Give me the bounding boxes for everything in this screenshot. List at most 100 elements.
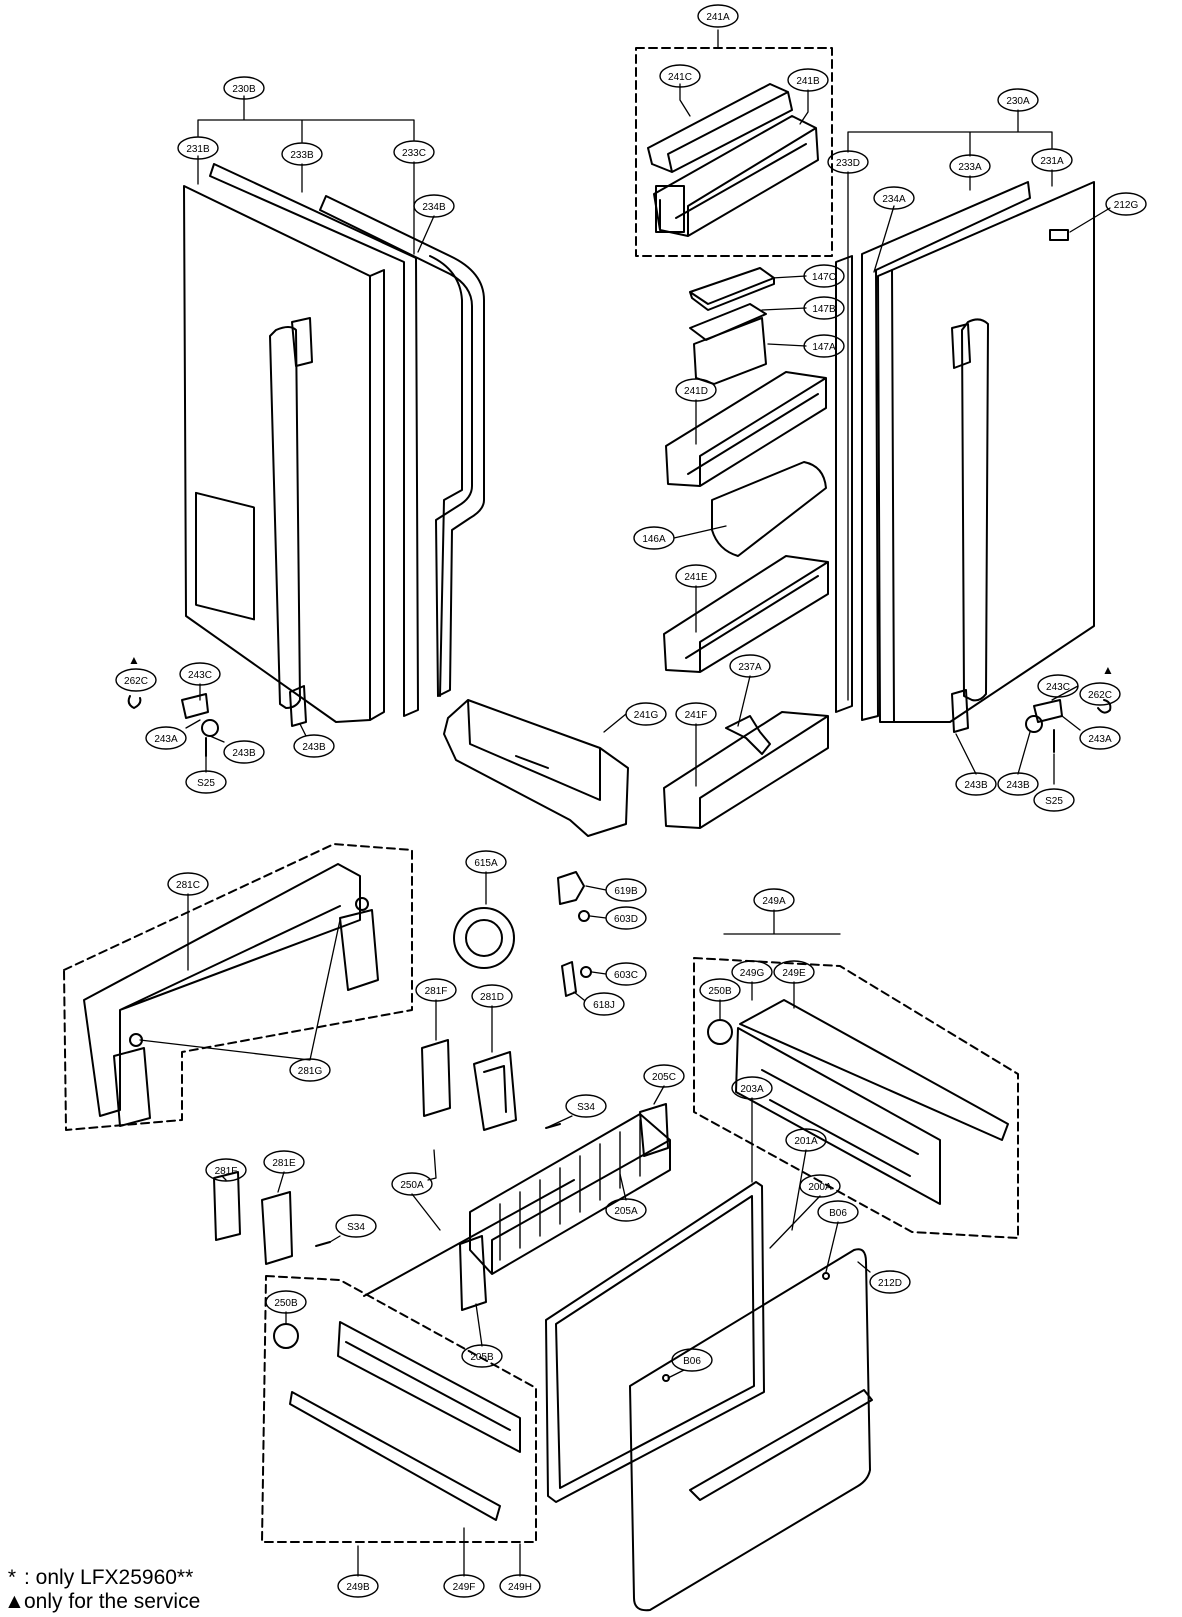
label-241e: 241E (675, 564, 717, 588)
drawer-frame-249a-group (693, 957, 1019, 1239)
label-b06-top: B06 (817, 1200, 859, 1224)
label-b06-top-text: B06 (829, 1208, 847, 1219)
label-243a-left-text: 243A (154, 734, 178, 745)
door-bin-241d (665, 371, 827, 487)
right-door-gasket-strip-233d (835, 255, 853, 713)
drawer-rail-281c-dashed-frame (63, 843, 413, 1131)
label-249a-text: 249A (762, 896, 786, 907)
label-243b-right2: 243B (955, 772, 997, 796)
gear-250b-bottom (273, 1323, 299, 1349)
label-205c-text: 205C (652, 1072, 676, 1083)
label-233c-text: 233C (402, 148, 426, 159)
label-233c: 233C (393, 140, 435, 164)
label-243b-left2: 243B (293, 734, 335, 758)
label-205c: 205C (643, 1064, 685, 1088)
label-281c: 281C (167, 872, 209, 896)
label-241a-text: 241A (706, 12, 730, 23)
label-s34-bottom: S34 (335, 1214, 377, 1238)
egg-lid-147c (689, 267, 775, 311)
label-200a: 200A (799, 1174, 841, 1198)
label-619b-text: 619B (614, 886, 638, 897)
label-s25-left-text: S25 (197, 778, 215, 789)
left-hinge-262c-clip (127, 695, 142, 709)
label-281g-text: 281G (298, 1066, 323, 1077)
left-door-handle (269, 326, 301, 709)
label-241d-text: 241D (684, 386, 708, 397)
label-243c-right-text: 243C (1046, 682, 1070, 693)
label-241b-text: 241B (796, 76, 820, 87)
label-237a: 237A (729, 654, 771, 678)
label-230a: 230A (997, 88, 1039, 112)
basket-241b-tray (653, 115, 819, 237)
label-618j-text: 618J (593, 1000, 615, 1011)
right-door-panel (891, 181, 1095, 723)
label-230a-text: 230A (1006, 96, 1030, 107)
drawer-rail-281c-bracket-right (339, 909, 379, 991)
legend-asterisk-symbol: * (7, 1566, 17, 1589)
label-250a: 250A (391, 1172, 433, 1196)
label-212d-text: 212D (878, 1278, 902, 1289)
service-mark-right: ▲ (1102, 663, 1114, 677)
label-s25-right: S25 (1033, 788, 1075, 812)
label-203a-text: 203A (740, 1084, 764, 1095)
label-s25-right-text: S25 (1045, 796, 1063, 807)
label-603c: 603C (605, 962, 647, 986)
label-s34-top: S34 (565, 1094, 607, 1118)
drawer-frame-249a-dashed-frame (693, 957, 1019, 1239)
egg-tray-147b (689, 303, 767, 341)
label-249e: 249E (773, 960, 815, 984)
label-234b-text: 234B (422, 202, 446, 213)
drawer-rail-281c-bracket-left (113, 1047, 151, 1127)
gasket-203a (545, 1181, 765, 1503)
basket-205b-bracket (459, 1235, 487, 1311)
connector-618j (561, 961, 577, 997)
label-281e: 281E (263, 1150, 305, 1174)
basket-241a-dashed-frame (635, 47, 833, 257)
label-241d: 241D (675, 378, 717, 402)
egg-box-147a (693, 317, 767, 385)
label-212g: 212G (1105, 192, 1147, 216)
basket-205a-wires (499, 1119, 641, 1261)
label-243a-left: 243A (145, 726, 187, 750)
screw-b06-top (822, 1272, 830, 1280)
label-243b-right1-text: 243B (1006, 780, 1030, 791)
coil-615a (453, 907, 515, 969)
door-bin-241f (663, 711, 829, 829)
legend-line-service: ▲only for the service (4, 1590, 200, 1614)
bin-divider-146a (711, 461, 827, 557)
label-615a: 615A (465, 850, 507, 874)
left-door-dispenser-window (195, 491, 255, 621)
freezer-basket-205a (363, 1103, 671, 1311)
label-281c-text: 281C (176, 880, 200, 891)
right-door-gasket-frame (861, 181, 1031, 721)
right-door-panel-edge (877, 269, 895, 723)
label-205b-text: 205B (470, 1352, 494, 1363)
label-147b: 147B (803, 296, 845, 320)
label-281f-bottom: 281F (205, 1158, 247, 1182)
legend-service-note: only for the service (24, 1590, 201, 1613)
drawer-frame-249b-dashed-frame (261, 1275, 537, 1543)
label-249h: 249H (499, 1574, 541, 1598)
right-hinge-243b-washer (1025, 715, 1043, 733)
legend-model-note: : only LFX25960** (24, 1566, 194, 1589)
label-249a: 249A (753, 888, 795, 912)
right-door-handle (961, 318, 989, 702)
right-hinge-243a (1033, 699, 1063, 723)
label-147a-text: 147A (812, 342, 836, 353)
end-cap-281f-bottom (213, 1171, 241, 1241)
basket-205c-bracket (639, 1103, 669, 1157)
drawer-rail-281c-group (63, 843, 413, 1131)
label-262c-left-text: 262C (124, 676, 148, 687)
left-door-hinge-top (291, 317, 313, 367)
label-243a-right: 243A (1079, 726, 1121, 750)
label-618j: 618J (583, 992, 625, 1016)
drawer-bracket-249h (337, 1321, 521, 1453)
label-250b-top: 250B (699, 978, 741, 1002)
coil-615a-inner (465, 919, 503, 957)
screw-s34-bottom (315, 1241, 331, 1247)
label-230b-text: 230B (232, 84, 256, 95)
right-door-hinge-bottom (951, 689, 969, 733)
label-233d-text: 233D (836, 158, 860, 169)
end-cap-281f-top (421, 1039, 451, 1117)
